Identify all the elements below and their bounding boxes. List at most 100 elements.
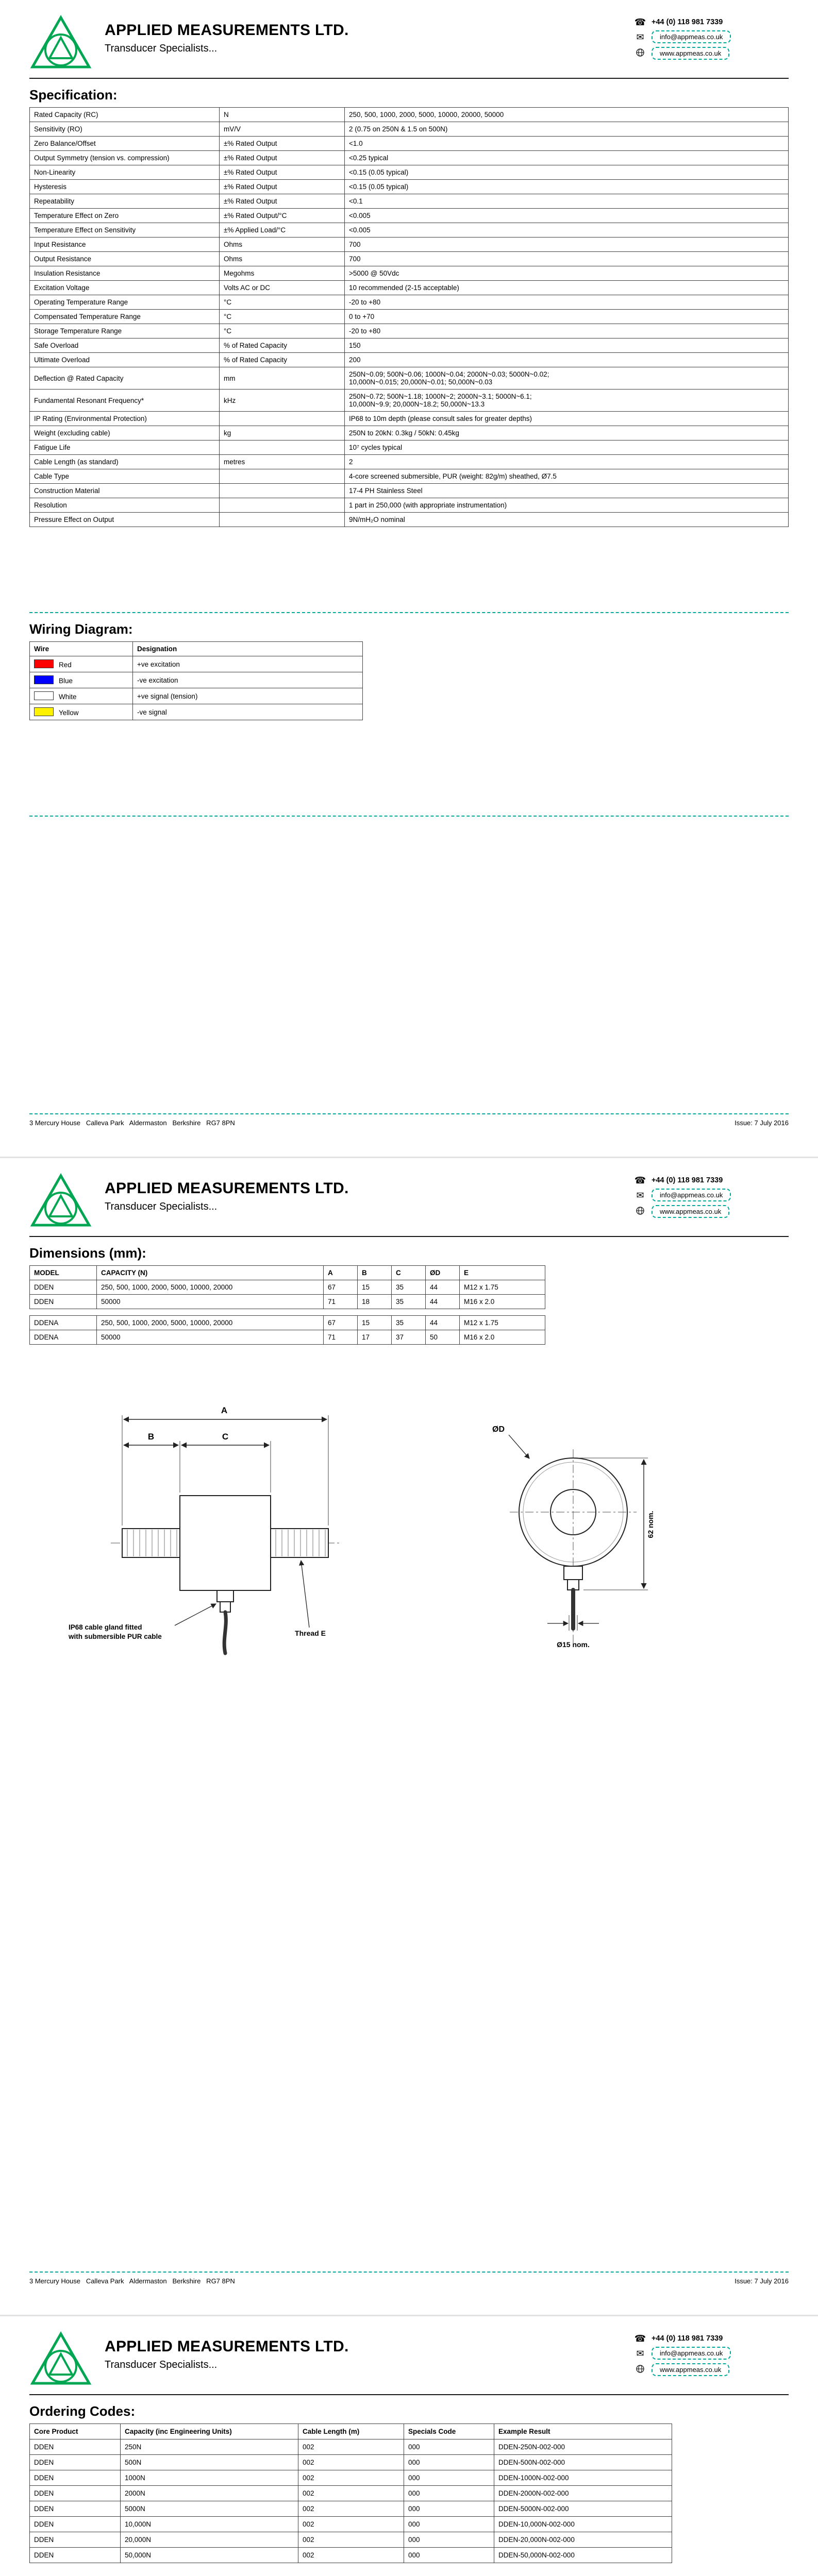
globe-icon: [634, 48, 646, 58]
table-cell: 000: [404, 2501, 494, 2517]
company-name: APPLIED MEASUREMENTS LTD.: [105, 22, 349, 39]
company-name-block: APPLIED MEASUREMENTS LTD. Transducer Spe…: [105, 1173, 349, 1213]
table-cell: 700: [344, 237, 789, 252]
table-cell: Hysteresis: [29, 179, 220, 194]
table-cell: DDEN: [29, 2454, 121, 2470]
table-cell: 250, 500, 1000, 2000, 5000, 10000, 20000: [96, 1315, 324, 1330]
table-cell: Deflection @ Rated Capacity: [29, 367, 220, 389]
email-link[interactable]: info@appmeas.co.uk: [652, 1189, 731, 1201]
table-cell: Zero Balance/Offset: [29, 136, 220, 151]
website-link[interactable]: www.appmeas.co.uk: [652, 1205, 730, 1218]
table-cell: -20 to +80: [344, 295, 789, 310]
header-divider: [29, 78, 789, 79]
company-logo: [29, 1173, 92, 1231]
table-cell: DDEN-250N-002-000: [494, 2439, 672, 2455]
table-cell: °C: [219, 324, 345, 338]
gland-note-line2: with submersible PUR cable: [68, 1633, 162, 1640]
table-cell: 250N~0.72; 500N~1.18; 1000N~2; 2000N~3.1…: [344, 389, 789, 412]
wire-name: White: [59, 693, 77, 701]
phone-row: ☎ +44 (0) 118 981 7339: [634, 18, 723, 27]
table-cell: >5000 @ 50Vdc: [344, 266, 789, 281]
phone-number: +44 (0) 118 981 7339: [652, 2334, 723, 2343]
ordering-header-row: Core Product Capacity (inc Engineering U…: [29, 2424, 672, 2439]
table-cell: 10 recommended (2-15 acceptable): [344, 280, 789, 295]
table-cell: 250, 500, 1000, 2000, 5000, 10000, 20000: [96, 1280, 324, 1295]
ordering-header-cable: Cable Length (m): [298, 2424, 404, 2439]
technical-drawings: A B C IP68 cable gland fitted with subme…: [29, 1388, 789, 1677]
wiring-header-row: Wire Designation: [29, 641, 363, 656]
table-cell: 50,000N: [120, 2547, 298, 2563]
table-cell: 10,000N: [120, 2516, 298, 2532]
email-link[interactable]: info@appmeas.co.uk: [652, 2347, 731, 2360]
table-cell: 35: [391, 1294, 426, 1309]
table-cell: Megohms: [219, 266, 345, 281]
table-cell: ±% Rated Output: [219, 165, 345, 180]
table-cell: [219, 411, 345, 426]
footer-issue: Issue: 7 July 2016: [734, 1119, 789, 1127]
table-cell: DDEN: [29, 1294, 97, 1309]
dim-label-a: A: [221, 1405, 227, 1415]
table-row: Output Symmetry (tension vs. compression…: [29, 150, 789, 165]
company-name-block: APPLIED MEASUREMENTS LTD. Transducer Spe…: [105, 14, 349, 55]
table-row: Repeatability±% Rated Output<0.1: [29, 194, 789, 209]
table-cell: DDEN-500N-002-000: [494, 2454, 672, 2470]
wire-name: Yellow: [59, 709, 79, 717]
table-cell: ±% Rated Output: [219, 136, 345, 151]
table-cell: Operating Temperature Range: [29, 295, 220, 310]
table-cell: <1.0: [344, 136, 789, 151]
table-cell: 20,000N: [120, 2532, 298, 2548]
header-divider: [29, 2394, 789, 2395]
table-cell: mV/V: [219, 122, 345, 137]
page-header: APPLIED MEASUREMENTS LTD. Transducer Spe…: [0, 1158, 818, 1231]
website-link[interactable]: www.appmeas.co.uk: [652, 2363, 730, 2376]
table-cell: 000: [404, 2532, 494, 2548]
page-1: APPLIED MEASUREMENTS LTD. Transducer Spe…: [0, 0, 818, 1157]
table-cell: 71: [323, 1330, 358, 1345]
table-cell: Input Resistance: [29, 237, 220, 252]
website-link[interactable]: www.appmeas.co.uk: [652, 47, 730, 60]
wire-color-swatch: [34, 691, 54, 700]
table-cell: <0.15 (0.05 typical): [344, 165, 789, 180]
table-cell: 35: [391, 1315, 426, 1330]
page-3: APPLIED MEASUREMENTS LTD. Transducer Spe…: [0, 2315, 818, 2576]
table-cell: Ohms: [219, 251, 345, 266]
company-tagline: Transducer Specialists...: [105, 43, 218, 54]
dims-header-od: ØD: [425, 1265, 460, 1280]
table-cell: DDEN-1000N-002-000: [494, 2470, 672, 2486]
table-cell: 17: [357, 1330, 392, 1345]
table-cell: 002: [298, 2454, 404, 2470]
specification-title: Specification:: [29, 87, 118, 103]
table-cell: Repeatability: [29, 194, 220, 209]
dims-header-b: B: [357, 1265, 392, 1280]
email-icon: ✉: [636, 1190, 644, 1200]
table-cell: Temperature Effect on Zero: [29, 208, 220, 223]
table-cell: ±% Rated Output: [219, 179, 345, 194]
phone-row: ☎ +44 (0) 118 981 7339: [634, 1176, 723, 1185]
footer-address: 3 Mercury House Calleva Park Aldermaston…: [29, 1119, 235, 1127]
table-cell: DDEN: [29, 2516, 121, 2532]
wiring-title: Wiring Diagram:: [29, 621, 133, 637]
table-cell: ±% Rated Output: [219, 194, 345, 209]
ordering-codes-title: Ordering Codes:: [29, 2403, 136, 2419]
phone-number: +44 (0) 118 981 7339: [652, 18, 723, 26]
table-cell: 15: [357, 1280, 392, 1295]
table-cell: 2: [344, 454, 789, 469]
table-row: Operating Temperature Range°C-20 to +80: [29, 295, 789, 310]
table-cell: DDEN-20,000N-002-000: [494, 2532, 672, 2548]
company-tagline: Transducer Specialists...: [105, 1201, 218, 1212]
email-link[interactable]: info@appmeas.co.uk: [652, 30, 731, 43]
dims-header-model: MODEL: [29, 1265, 97, 1280]
